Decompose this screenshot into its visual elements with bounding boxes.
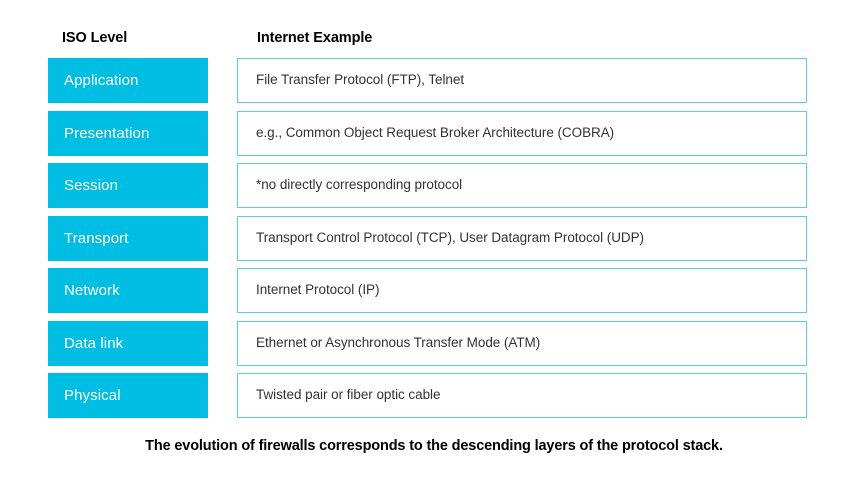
- iso-level-block: Presentation: [48, 110, 208, 156]
- table-row: Physical Twisted pair or fiber optic cab…: [0, 373, 868, 418]
- internet-example-label: *no directly corresponding protocol: [256, 177, 463, 192]
- iso-level-block: Application: [48, 58, 208, 103]
- column-header-internet-example: Internet Example: [257, 30, 373, 46]
- table-row: Data link Ethernet or Asynchronous Trans…: [0, 320, 868, 366]
- table-row: Transport Transport Control Protocol (TC…: [0, 215, 868, 261]
- internet-example-label: e.g., Common Object Request Broker Archi…: [256, 124, 615, 140]
- iso-level-label: Data link: [64, 334, 124, 352]
- iso-level-label: Application: [64, 72, 139, 89]
- iso-level-label: Physical: [64, 387, 121, 404]
- column-header-iso-level: ISO Level: [62, 30, 128, 46]
- iso-level-block: Session: [48, 163, 208, 208]
- internet-example-box: Internet Protocol (IP): [237, 268, 807, 313]
- internet-example-box: Transport Control Protocol (TCP), User D…: [237, 215, 807, 261]
- figure-caption: The evolution of firewalls corresponds t…: [145, 438, 723, 454]
- iso-level-block: Data link: [48, 320, 208, 366]
- internet-example-label: File Transfer Protocol (FTP), Telnet: [256, 72, 465, 87]
- internet-example-box: Ethernet or Asynchronous Transfer Mode (…: [237, 320, 807, 366]
- iso-level-block: Physical: [48, 373, 208, 418]
- internet-example-box: e.g., Common Object Request Broker Archi…: [237, 110, 807, 156]
- internet-example-box: *no directly corresponding protocol: [237, 163, 807, 208]
- internet-example-label: Internet Protocol (IP): [256, 282, 380, 297]
- internet-example-box: File Transfer Protocol (FTP), Telnet: [237, 58, 807, 103]
- internet-example-label: Twisted pair or fiber optic cable: [256, 387, 441, 402]
- table-row: Network Internet Protocol (IP): [0, 268, 868, 313]
- internet-example-box: Twisted pair or fiber optic cable: [237, 373, 807, 418]
- table-row: Session *no directly corresponding proto…: [0, 163, 868, 208]
- iso-level-block: Transport: [48, 215, 208, 261]
- internet-example-label: Ethernet or Asynchronous Transfer Mode (…: [256, 334, 541, 350]
- iso-level-label: Presentation: [64, 124, 150, 142]
- iso-level-label: Transport: [64, 229, 129, 247]
- iso-level-label: Network: [64, 282, 120, 299]
- protocol-stack-table: Application File Transfer Protocol (FTP)…: [0, 58, 868, 418]
- table-row: Presentation e.g., Common Object Request…: [0, 110, 868, 156]
- iso-level-label: Session: [64, 177, 119, 194]
- column-header-row: ISO Level Internet Example: [48, 30, 808, 52]
- table-row: Application File Transfer Protocol (FTP)…: [0, 58, 868, 103]
- internet-example-label: Transport Control Protocol (TCP), User D…: [256, 229, 645, 245]
- iso-level-block: Network: [48, 268, 208, 313]
